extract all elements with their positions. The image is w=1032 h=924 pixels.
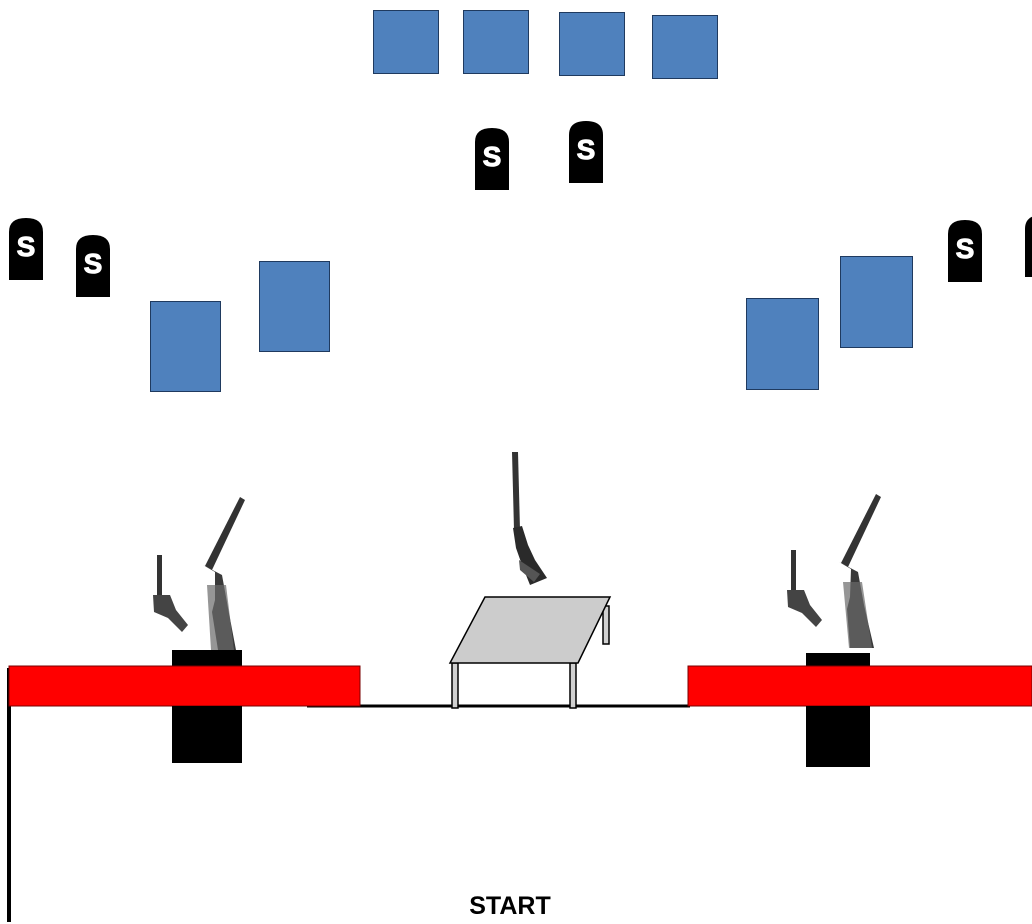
table-top [448,596,612,664]
paper-target-top-2 [463,10,529,74]
shotgun-icon [203,497,245,650]
paper-target-left-2 [259,261,330,352]
right-barricade [687,665,1032,707]
steel-target-left-1: S [9,218,43,280]
paper-target-right-1 [746,298,819,390]
steel-target-right-2-partial [1025,215,1032,277]
shotgun-icon [839,494,881,648]
steel-letter: S [956,233,975,264]
start-label: START [469,892,551,920]
left-barricade [8,665,361,707]
revolver-icon [787,550,822,627]
table [448,596,612,709]
paper-target-top-4 [652,15,718,79]
steel-target-left-2: S [76,235,110,297]
steel-target-right-1: S [948,220,982,282]
steel-letter: S [84,248,103,279]
paper-target-top-3 [559,12,625,76]
steel-target-center-1: S [475,128,509,190]
paper-target-right-2 [840,256,913,348]
steel-target-center-2: S [569,121,603,183]
steel-letter: S [483,141,502,172]
paper-target-top-1 [373,10,439,74]
rifle-icon [512,452,547,585]
revolver-icon [153,555,188,632]
steel-letter: S [577,134,596,165]
paper-target-left-1 [150,301,221,392]
steel-letter: S [17,231,36,262]
